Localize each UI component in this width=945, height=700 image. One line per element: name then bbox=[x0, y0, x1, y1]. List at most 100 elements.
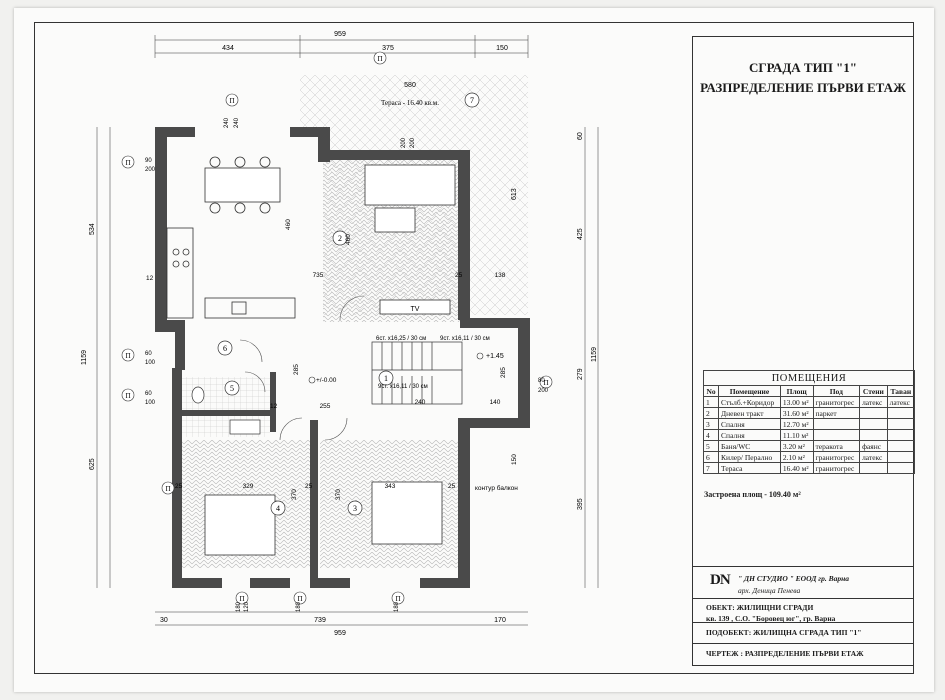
inner-dim-370a: 370 bbox=[291, 489, 298, 500]
architect-name: арх. Деница Пенева bbox=[738, 586, 801, 595]
subobject-line: ПОДОБЕКТ: ЖИЛИЩНА СГРАДА ТИП "1" bbox=[706, 628, 862, 637]
cell: Тераса bbox=[718, 462, 781, 474]
cell: 3 bbox=[702, 418, 720, 430]
cell: Спалня bbox=[718, 429, 781, 441]
window-dim-1a: 90 bbox=[145, 158, 152, 164]
window-dim-6a: 200 bbox=[401, 137, 407, 148]
built-area-total: Застроена площ - 109.40 м² bbox=[704, 490, 801, 499]
cell bbox=[886, 462, 916, 474]
drawing-line: ЧЕРТЕЖ : РАЗПРЕДЕЛЕНИЕ ПЪРВИ ЕТАЖ bbox=[706, 649, 864, 658]
level-a: +1.45 bbox=[486, 353, 504, 360]
window-dim-5a: 240 bbox=[224, 117, 230, 128]
cell: гранитогрес bbox=[812, 462, 861, 474]
cell: 2 bbox=[702, 407, 720, 419]
cell: 13.00 м² bbox=[779, 396, 814, 408]
cell: гранитогрес bbox=[812, 396, 861, 408]
inner-dim-460b: 460 bbox=[345, 234, 352, 245]
cell: латекс bbox=[859, 396, 888, 408]
cell: теракота bbox=[812, 440, 861, 452]
rooms-table: ПОМЕЩЕНИЯ No Помещение Площ Под Стени Та… bbox=[702, 370, 916, 474]
room-number-2: 2 bbox=[338, 234, 342, 243]
cell bbox=[886, 429, 916, 441]
staircase bbox=[371, 341, 463, 405]
cell: Килер/ Перално bbox=[718, 451, 781, 463]
stairs-label-3: 9ст. х16,11 / 30 см bbox=[378, 384, 428, 390]
window-tag-4: П bbox=[543, 379, 548, 387]
dim-left-total: 1159 bbox=[81, 350, 88, 365]
col-header-area: Площ bbox=[779, 385, 814, 397]
dim-left-2: 625 bbox=[89, 458, 96, 470]
cell bbox=[886, 407, 916, 419]
window-tag-2: П bbox=[125, 352, 130, 360]
room-number-4: 4 bbox=[276, 504, 280, 513]
cell bbox=[886, 451, 916, 463]
cell: 5 bbox=[702, 440, 720, 452]
dim-right-3: 279 bbox=[577, 368, 584, 380]
inner-dim-285b: 285 bbox=[500, 367, 507, 378]
cell: 7 bbox=[702, 462, 720, 474]
inner-dim-25d: 25 bbox=[305, 483, 313, 490]
inner-dim-138: 138 bbox=[495, 272, 506, 279]
inner-dim-25c: 25 bbox=[448, 483, 456, 490]
inner-dim-343: 343 bbox=[385, 483, 396, 490]
window-dim-7a: 180 bbox=[236, 601, 242, 612]
cell bbox=[812, 429, 861, 441]
terrace-width: 580 bbox=[404, 82, 416, 89]
dimension-lines bbox=[96, 35, 599, 626]
col-header-ceiling: Таван bbox=[886, 385, 916, 397]
window-tag-10: П bbox=[165, 485, 170, 493]
cell bbox=[859, 407, 888, 419]
dim-bottom-3: 170 bbox=[494, 617, 506, 624]
level-b: +/-0.00 bbox=[316, 377, 337, 384]
col-header-walls: Стени bbox=[859, 385, 888, 397]
window-dim-2a: 60 bbox=[145, 351, 152, 357]
inner-dim-370b: 370 bbox=[335, 489, 342, 500]
balcony-label: контур балкон bbox=[475, 484, 518, 492]
cell: 12.70 м² bbox=[779, 418, 814, 430]
window-tag-6: П bbox=[377, 55, 382, 63]
stamp-block: " ДН СТУДИО " ЕООД гр. Варна арх. Деница… bbox=[700, 568, 914, 666]
inner-dim-140: 140 bbox=[490, 399, 501, 406]
inner-dim-255: 255 bbox=[320, 403, 331, 410]
window-dim-2b: 100 bbox=[145, 360, 156, 366]
dim-left-1: 534 bbox=[89, 223, 96, 235]
company-name: " ДН СТУДИО " ЕООД гр. Варна bbox=[738, 574, 849, 583]
cell: паркет bbox=[812, 407, 861, 419]
rooms-caption: ПОМЕЩЕНИЯ bbox=[703, 370, 915, 386]
dim-top-1: 434 bbox=[222, 45, 234, 52]
stamp-divider-2 bbox=[693, 622, 914, 623]
room-number-1: 1 bbox=[384, 374, 388, 383]
cell: Баня/WC bbox=[718, 440, 781, 452]
cell bbox=[886, 418, 916, 430]
cell bbox=[886, 440, 916, 452]
window-dim-8a: 180 bbox=[296, 601, 302, 612]
room-markers bbox=[217, 92, 480, 516]
cell bbox=[859, 429, 888, 441]
inner-dim-12b: 12 bbox=[270, 403, 278, 410]
dim-bottom-2: 739 bbox=[314, 617, 326, 624]
inner-dim-329: 329 bbox=[243, 483, 254, 490]
window-tag-5: П bbox=[229, 97, 234, 105]
room-number-6: 6 bbox=[223, 344, 227, 353]
dim-top-2: 375 bbox=[382, 45, 394, 52]
terrace-label: Тераса - 16.40 кв.м. bbox=[381, 99, 439, 107]
stamp-divider-3 bbox=[693, 643, 914, 644]
level-marker-b bbox=[308, 376, 316, 384]
window-tag-1: П bbox=[125, 159, 130, 167]
title-block bbox=[692, 36, 914, 666]
dim-top-3: 150 bbox=[496, 45, 508, 52]
level-marker-a bbox=[476, 352, 484, 360]
window-dim-4a: 80 bbox=[538, 378, 545, 384]
cell: 11.10 м² bbox=[779, 429, 814, 441]
inner-dim-735: 735 bbox=[313, 272, 324, 279]
window-dim-3b: 100 bbox=[145, 400, 156, 406]
cell: 16.40 м² bbox=[779, 462, 814, 474]
cell: 3.20 м² bbox=[779, 440, 814, 452]
col-header-room: Помещение bbox=[718, 385, 781, 397]
